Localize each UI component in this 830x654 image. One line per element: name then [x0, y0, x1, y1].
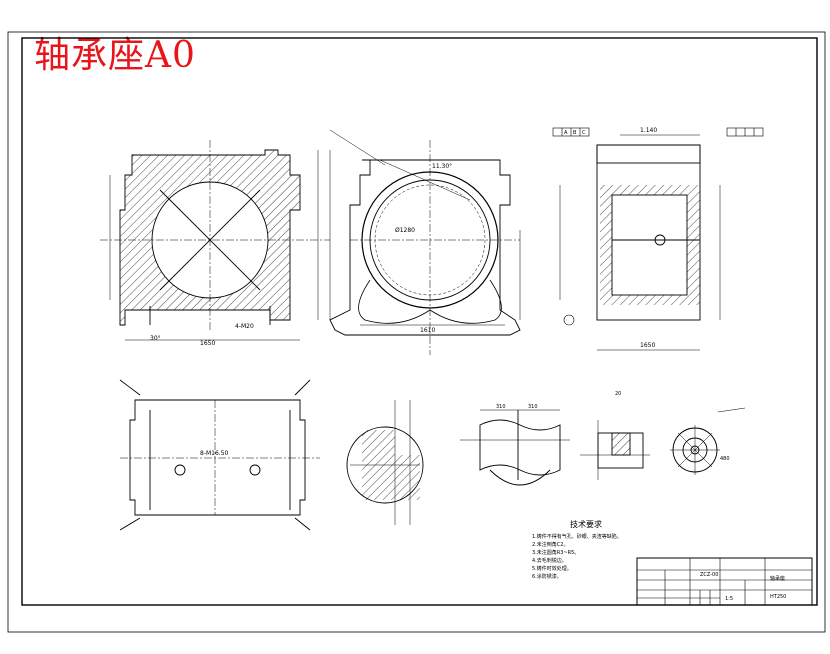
detail-1 [346, 400, 424, 525]
detail-a1: 310 [496, 404, 506, 410]
title-block-drawing-no: ZCZ-00 [700, 572, 718, 578]
right-top-dim: 1.140 [640, 127, 657, 134]
outer-border [7, 31, 826, 633]
detail-a2: 310 [528, 404, 538, 410]
side-view [329, 129, 521, 355]
tech-req-4: 4.去毛刺锐边。 [532, 557, 567, 564]
datum-a: A [564, 130, 568, 136]
datum-c: C [582, 130, 586, 136]
tech-req-heading: 技术要求 [570, 519, 602, 529]
right-view [559, 134, 721, 351]
title-block-part-name: 轴承座 [770, 575, 785, 582]
detail-3 [580, 420, 650, 480]
detail-c1: 480 [720, 456, 730, 462]
bottom-bore-note: 8-M16.50 [200, 450, 229, 457]
inner-border [21, 37, 818, 606]
front-width-dim: 1650 [200, 340, 215, 347]
datum-boxes [552, 127, 764, 326]
front-angle-dim: 30° [150, 335, 161, 342]
detail-b1: 20 [615, 391, 621, 397]
front-view [100, 140, 331, 341]
title-block-material: HT250 [770, 594, 786, 600]
detail-4 [670, 407, 746, 475]
detail-2 [460, 409, 570, 486]
drawing-title: 轴承座A0 [34, 35, 196, 76]
tech-req-2: 2.未注倒角C2。 [532, 541, 568, 548]
title-block [636, 557, 813, 606]
tech-req-6: 6.涂防锈漆。 [532, 573, 562, 580]
datum-b: B [573, 130, 577, 136]
tech-req-1: 1.铸件不得有气孔、砂眼、夹渣等缺陷。 [532, 533, 622, 540]
front-bolt-note: 4-M20 [235, 323, 254, 330]
tech-req-3: 3.未注圆角R3~R5。 [532, 549, 579, 556]
right-width-dim: 1650 [640, 342, 655, 349]
side-dia-dim: Ø1280 [395, 227, 415, 234]
side-width-dim: 1610 [420, 327, 435, 334]
side-angle-dim: 11.30° [432, 163, 452, 170]
bottom-view [119, 379, 320, 531]
title-block-scale: 1:5 [725, 596, 733, 602]
tech-req-5: 5.铸件时效处理。 [532, 565, 572, 572]
